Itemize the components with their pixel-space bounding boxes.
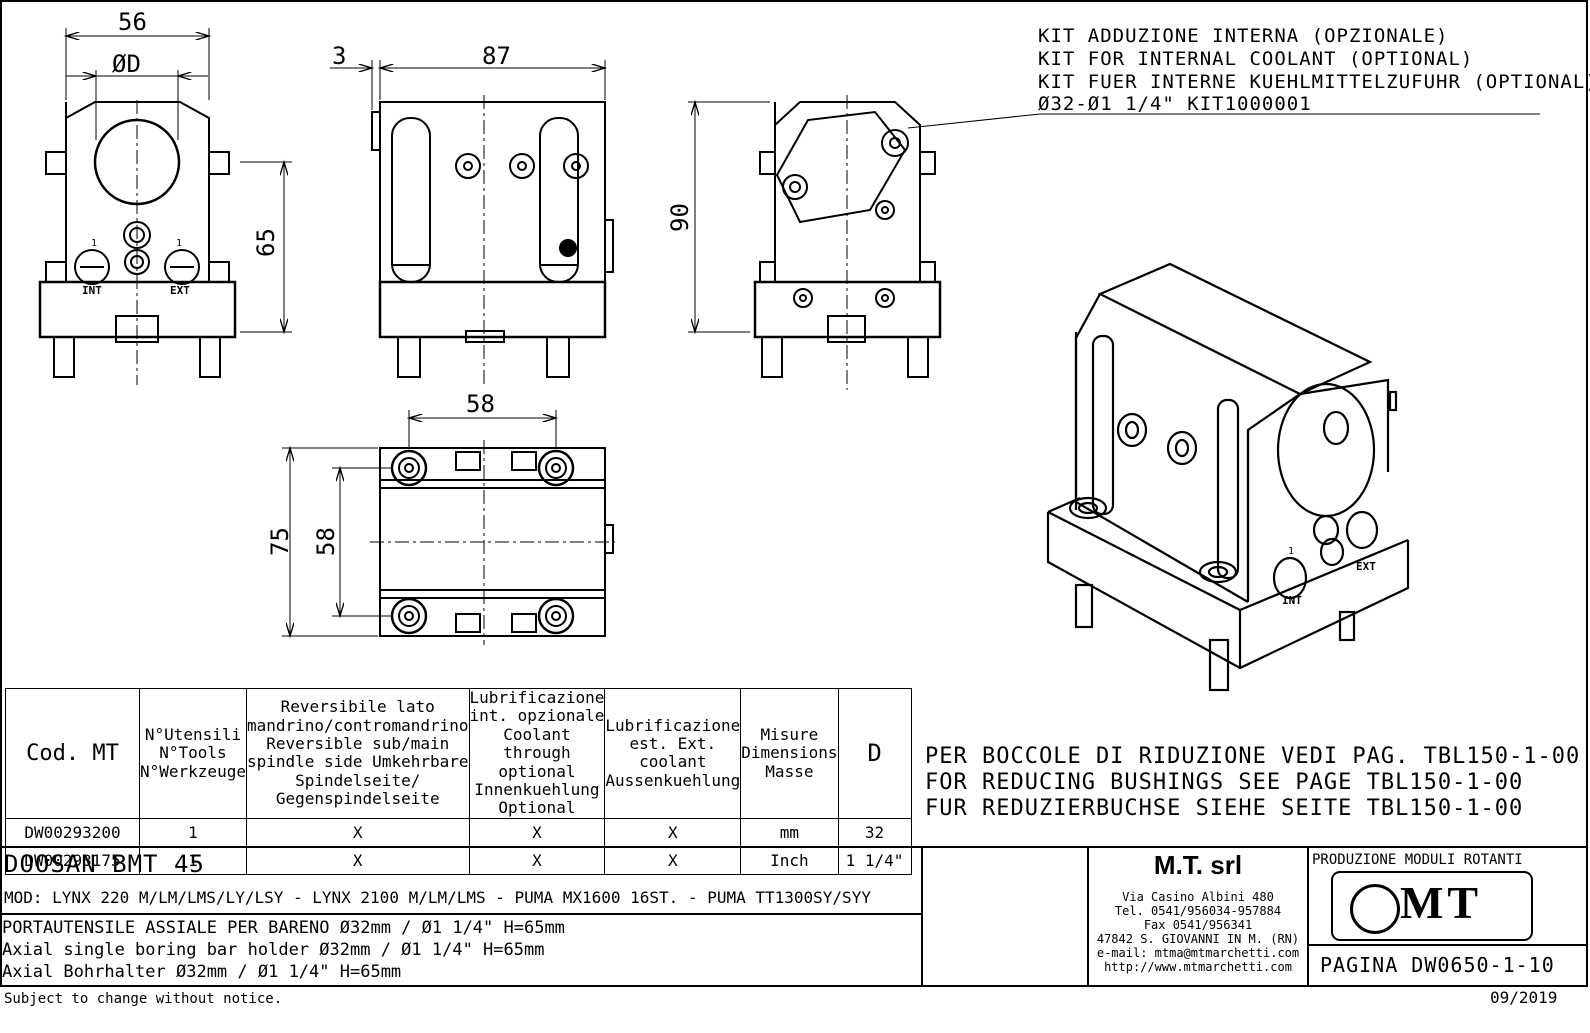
- iso-label-int: INT: [1282, 594, 1302, 607]
- cell-dimensions: mm: [740, 817, 839, 847]
- front-view: [38, 28, 292, 385]
- dimension-labels: 56 ØD 65 1 1 INT EXT 3 87 90 58 75 58 1 …: [82, 8, 1376, 607]
- kit-note-line-2: KIT FOR INTERNAL COOLANT (OPTIONAL): [1038, 48, 1474, 70]
- description-it: PORTAUTENSILE ASSIALE PER BARENO Ø32mm /…: [2, 918, 565, 938]
- cell-reversible: X: [245, 817, 470, 847]
- change-notice: Subject to change without notice.: [4, 991, 283, 1007]
- bushing-note-line-3: FUR REDUZIERBUCHSE SIEHE SEITE TBL150-1-…: [925, 796, 1524, 821]
- machine-title: DOOSAN BMT 45: [4, 850, 205, 878]
- dim-offset-3: 3: [332, 42, 346, 70]
- production-label: PRODUZIONE MODULI ROTANTI: [1312, 852, 1523, 868]
- address-line: Fax 0541/956341: [1143, 918, 1253, 932]
- dim-overall-75: 75: [266, 527, 294, 556]
- description-de: Axial Bohrhalter Ø32mm / Ø1 1/4" H=65mm: [2, 962, 402, 982]
- page-number: PAGINA DW0650-1-10: [1320, 953, 1555, 977]
- company-address: Via Casino Albini 480 Tel. 0541/956034-9…: [1088, 890, 1308, 974]
- address-line: Tel. 0541/956034-957884: [1114, 904, 1282, 918]
- rear-view: [688, 95, 1540, 390]
- address-line: 47842 S. GIOVANNI IN M. (RN): [1096, 932, 1300, 946]
- cell-tools: 1: [139, 845, 247, 875]
- bushing-note-line-2: FOR REDUCING BUSHINGS SEE PAGE TBL150-1-…: [925, 770, 1524, 795]
- table-row: DW00293175 1 X X X Inch 1 1/4": [5, 845, 912, 875]
- label-int: INT: [82, 284, 102, 297]
- spec-table-header: Cod. MT N°Utensili N°Tools N°Werkzeuge R…: [5, 688, 912, 819]
- revision-date: 09/2019: [1490, 988, 1558, 1007]
- description-en: Axial single boring bar holder Ø32mm / Ø…: [2, 940, 545, 960]
- cell-dimensions: Inch: [740, 845, 839, 875]
- label-ext: EXT: [170, 284, 190, 297]
- cell-internal: X: [468, 845, 606, 875]
- cell-d: 32: [837, 817, 912, 847]
- dim-bore-d: ØD: [112, 50, 141, 78]
- mark-ext: 1: [176, 238, 182, 249]
- company-name: M.T. srl: [1153, 850, 1243, 880]
- address-line: e-mail: mtma@mtmarchetti.com: [1096, 946, 1300, 960]
- dim-hole-spacing-58: 58: [466, 390, 495, 418]
- cell-d: 1 1/4": [837, 845, 912, 875]
- cell-internal: X: [468, 817, 606, 847]
- address-line: Via Casino Albini 480: [1122, 890, 1274, 904]
- bottom-view: [282, 410, 615, 645]
- address-line: http://www.mtmarchetti.com: [1104, 960, 1292, 974]
- header-internal-coolant: Lubrificazione int. opzionale Coolant th…: [468, 688, 606, 819]
- logo-emblem-icon: [1350, 884, 1400, 934]
- cell-external: X: [604, 817, 742, 847]
- models-line: MOD: LYNX 220 M/LM/LMS/LY/LSY - LYNX 210…: [4, 888, 871, 907]
- header-external-coolant: Lubrificazione est. Ext. coolant Aussenk…: [604, 688, 742, 819]
- side-view: [330, 60, 614, 385]
- dim-length-87: 87: [482, 42, 511, 70]
- dim-height-90: 90: [666, 203, 694, 232]
- bushing-note-line-1: PER BOCCOLE DI RIDUZIONE VEDI PAG. TBL15…: [925, 744, 1581, 769]
- iso-label-ext: EXT: [1356, 560, 1376, 573]
- dim-height-65: 65: [252, 228, 280, 257]
- dim-inner-58: 58: [312, 527, 340, 556]
- kit-note-line-4: Ø32-Ø1 1/4" KIT1000001: [1038, 93, 1312, 115]
- cell-cod: DW00293175: [5, 845, 140, 875]
- cell-tools: 1: [139, 817, 247, 847]
- header-cod: Cod. MT: [5, 688, 140, 819]
- mark-int: 1: [91, 238, 97, 249]
- iso-mark-int: 1: [1288, 546, 1294, 557]
- kit-note-line-3: KIT FUER INTERNE KUEHLMITTELZUFUHR (OPTI…: [1038, 71, 1590, 93]
- kit-note-line-1: KIT ADDUZIONE INTERNA (OPZIONALE): [1038, 25, 1449, 47]
- cell-cod: DW00293200: [5, 817, 140, 847]
- table-row: DW00293200 1 X X X mm 32: [5, 817, 912, 847]
- header-d: D: [837, 688, 912, 819]
- header-tools: N°Utensili N°Tools N°Werkzeuge: [139, 688, 247, 819]
- isometric-view: [1046, 262, 1410, 692]
- cell-reversible: X: [245, 845, 470, 875]
- mt-logo: MT: [1400, 877, 1483, 928]
- spec-table: Cod. MT N°Utensili N°Tools N°Werkzeuge R…: [5, 688, 912, 875]
- cell-external: X: [604, 845, 742, 875]
- dim-width-56: 56: [118, 8, 147, 36]
- header-dimensions: Misure Dimensions Masse: [740, 688, 839, 819]
- header-reversible: Reversibile lato mandrino/contromandrino…: [245, 688, 470, 819]
